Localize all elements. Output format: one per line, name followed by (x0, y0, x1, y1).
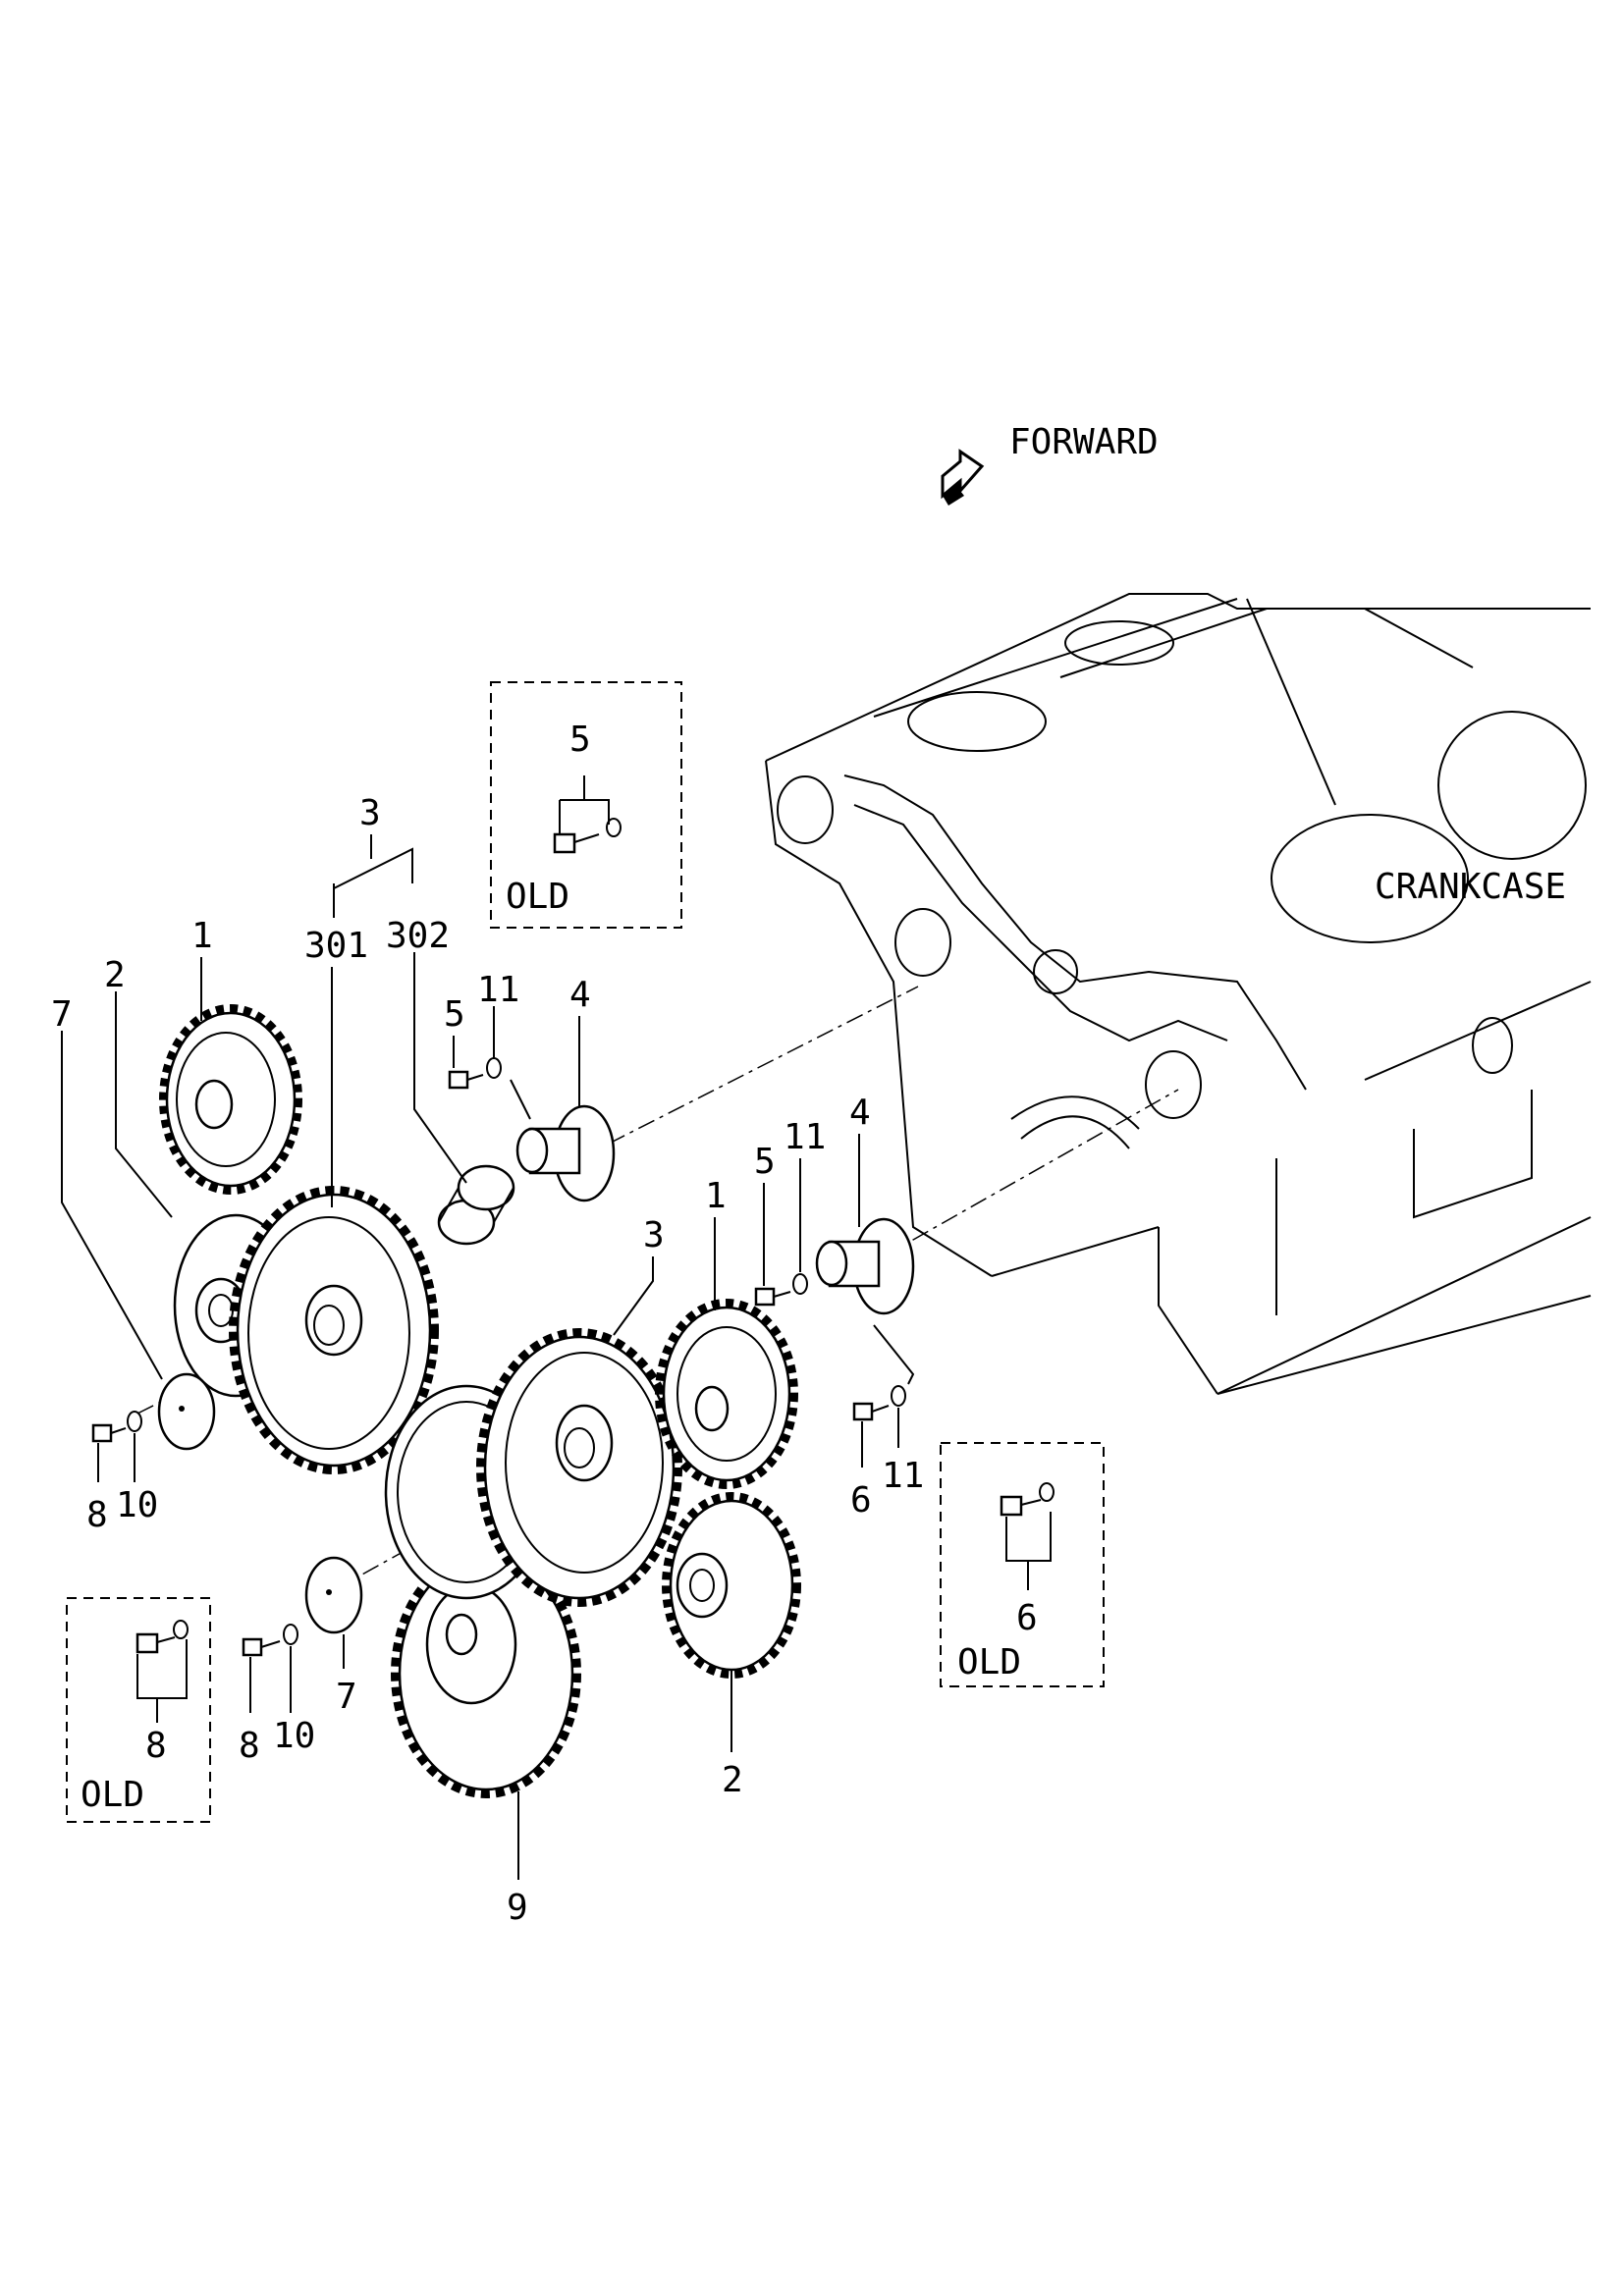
callout-4-left: 4 (569, 975, 591, 1015)
old-box-right-part-label: 6 (1016, 1598, 1038, 1638)
callout-11-right: 11 (784, 1117, 826, 1157)
gear-2-lower (662, 1492, 801, 1679)
gear-1-mid (655, 1299, 798, 1489)
gear-1-left (159, 1004, 302, 1195)
forward-label: FORWARD (1009, 422, 1159, 462)
old-box-right (940, 1442, 1105, 1687)
old-box-left (66, 1597, 211, 1823)
callout-301: 301 (304, 926, 368, 966)
shaft-4-left (515, 1104, 616, 1202)
plate-7-lower (304, 1556, 363, 1634)
gear-301 (229, 1186, 439, 1474)
old-box-top (490, 681, 682, 929)
bolt-8-left (91, 1411, 142, 1443)
callout-8-lower: 8 (239, 1726, 260, 1766)
callout-7-left: 7 (51, 994, 73, 1035)
old-box-left-label: OLD (81, 1775, 144, 1815)
callout-6-right: 6 (850, 1480, 872, 1521)
callout-11-lower: 11 (882, 1456, 924, 1496)
forward-arrow-icon (941, 449, 985, 506)
old-box-top-label: OLD (506, 877, 569, 917)
callout-1-left: 1 (191, 916, 213, 956)
bolt-6-right (852, 1324, 915, 1421)
bolt-5-mid (448, 1057, 502, 1090)
old-box-right-label: OLD (957, 1642, 1021, 1682)
gear-3-mid (476, 1328, 682, 1607)
callout-2-left: 2 (104, 955, 126, 995)
bolt-5-right (754, 1273, 808, 1307)
callout-5-right: 5 (754, 1142, 776, 1182)
callout-1-mid: 1 (705, 1176, 727, 1216)
old-box-left-part-label: 8 (145, 1726, 167, 1766)
callout-3-mid: 3 (643, 1215, 665, 1255)
callout-10-lower: 10 (273, 1716, 315, 1756)
callout-2-lower: 2 (722, 1760, 743, 1800)
crankcase-block (765, 593, 1592, 1395)
callout-8-left: 8 (86, 1495, 108, 1535)
callout-7-lower: 7 (336, 1677, 357, 1717)
callout-302: 302 (386, 916, 450, 956)
callout-4-right: 4 (849, 1093, 871, 1133)
crankcase-label: CRANKCASE (1375, 867, 1566, 907)
bushing-302 (437, 1164, 515, 1246)
shaft-4-right (815, 1217, 915, 1315)
bolt-8-lower (242, 1624, 298, 1657)
callout-5-mid: 5 (444, 994, 465, 1035)
old-box-top-part-label: 5 (569, 720, 591, 760)
callout-3-group: 3 (359, 793, 381, 833)
callout-10-left: 10 (116, 1485, 158, 1525)
leader-lines (61, 834, 899, 1880)
callout-9: 9 (507, 1888, 528, 1928)
plate-7-left (157, 1372, 216, 1451)
callout-11-mid: 11 (477, 970, 519, 1010)
